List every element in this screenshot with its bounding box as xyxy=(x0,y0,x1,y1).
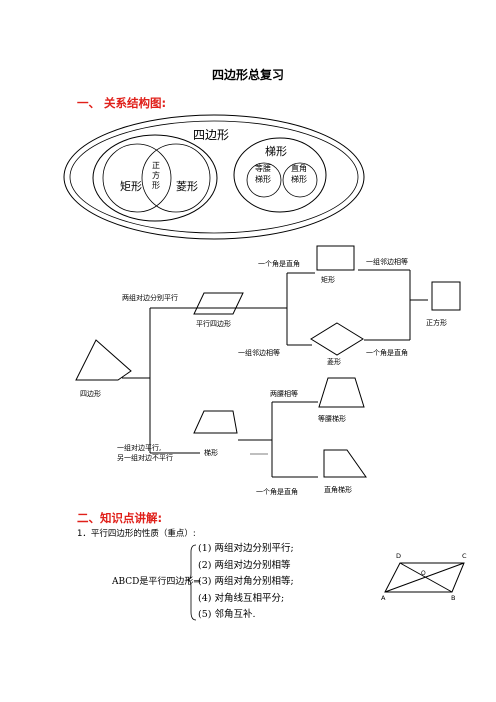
tree-cond-trap: 一组对边平行, 另一组对边不平行 xyxy=(117,443,173,463)
abcd-figure xyxy=(384,562,465,593)
right-trapezoid-shape xyxy=(323,449,367,478)
figure-label-c: C xyxy=(462,552,467,560)
tree-rect-label: 矩形 xyxy=(321,276,335,284)
tree-cond-trap-line: 一组对边平行, xyxy=(117,444,162,452)
figure-label-d: D xyxy=(396,552,402,560)
tree-cond-iso: 两腰相等 xyxy=(270,390,298,398)
rectangle-shape xyxy=(316,245,355,271)
tree-cond-square-from-rect: 一组邻边相等 xyxy=(366,258,408,266)
props-lead-text: ABCD是平行四边形 xyxy=(112,577,194,587)
page-title: 四边形总复习 xyxy=(211,68,284,82)
props-lead: ABCD是平行四边形⇒ xyxy=(112,574,201,587)
tree-right-label: 直角梯形 xyxy=(324,486,352,494)
tree-trap-label: 梯形 xyxy=(204,449,218,457)
implies-arrow-icon: ⇒ xyxy=(193,577,201,587)
quad-shape xyxy=(75,339,132,381)
isosceles-trapezoid-shape xyxy=(318,377,365,408)
tree-para-label: 平行四边形 xyxy=(196,320,231,328)
tree-square-label: 正方形 xyxy=(426,319,447,327)
venn-right-label: 直角 梯形 xyxy=(291,163,307,185)
props-item: (3) 两组对角分别相等; xyxy=(198,576,294,587)
section-1-heading: 一、 关系结构图: xyxy=(77,96,167,110)
trapezoid-shape xyxy=(193,410,238,434)
venn-quad-label: 四边形 xyxy=(193,128,230,142)
tree-cond-trap-line: 另一组对边不平行 xyxy=(117,454,173,462)
venn-square-label: 正 方 形 xyxy=(152,161,160,191)
venn-inner-ellipse xyxy=(69,120,359,234)
venn-right-line: 梯形 xyxy=(291,175,307,184)
square-shape xyxy=(431,281,461,311)
item-1-heading: 1．平行四边形的性质（重点）: xyxy=(77,529,196,539)
venn-right-ellipse xyxy=(282,162,318,198)
venn-square-char: 方 xyxy=(152,171,160,180)
venn-rect-circle xyxy=(102,143,172,213)
venn-isosceles-ellipse xyxy=(246,162,282,198)
venn-right-line: 直角 xyxy=(291,164,307,173)
tree-rhombus-label: 菱形 xyxy=(327,358,341,366)
figure-label-a: A xyxy=(381,594,386,602)
props-item: (2) 两组对边分别相等 xyxy=(198,559,291,571)
venn-rhombus-label: 菱形 xyxy=(176,180,198,193)
tree-iso-label: 等腰梯形 xyxy=(318,415,346,423)
tree-cond-rhombus: 一组邻边相等 xyxy=(238,349,280,357)
props-item: (4) 对角线互相平分; xyxy=(198,592,285,604)
venn-isosceles-line: 梯形 xyxy=(255,175,271,184)
venn-parallelogram-ellipse xyxy=(92,134,218,222)
venn-trapezoid-label: 梯形 xyxy=(265,145,287,158)
parallelogram-shape xyxy=(193,292,244,315)
figure-label-o: O xyxy=(421,570,426,577)
venn-isosceles-line: 等腰 xyxy=(255,164,271,173)
props-item: (1) 两组对边分别平行; xyxy=(198,543,294,554)
venn-rect-label: 矩形 xyxy=(120,180,142,193)
tree-cond-para: 两组对边分别平行 xyxy=(122,294,178,302)
tree-cond-rect: 一个角是直角 xyxy=(258,260,300,268)
properties-brace xyxy=(186,544,197,621)
venn-trapezoid-ellipse xyxy=(233,137,327,213)
venn-isosceles-label: 等腰 梯形 xyxy=(255,163,271,185)
tree-quad-label: 四边形 xyxy=(80,390,101,398)
tree-cond-square-from-rhombus: 一个角是直角 xyxy=(366,349,408,357)
figure-label-b: B xyxy=(451,594,456,602)
tree-cond-right: 一个角是直角 xyxy=(256,488,298,496)
venn-outer-ellipse xyxy=(63,114,365,240)
section-2-heading: 二、知识点讲解: xyxy=(77,511,163,525)
rhombus-shape xyxy=(310,322,364,356)
venn-square-char: 正 xyxy=(152,161,160,170)
venn-rhombus-circle xyxy=(141,143,211,213)
props-item: (5) 邻角互补. xyxy=(198,609,256,620)
venn-square-char: 形 xyxy=(152,181,160,190)
props-list: (1) 两组对边分别平行; (2) 两组对边分别相等 (3) 两组对角分别相等;… xyxy=(198,541,294,624)
